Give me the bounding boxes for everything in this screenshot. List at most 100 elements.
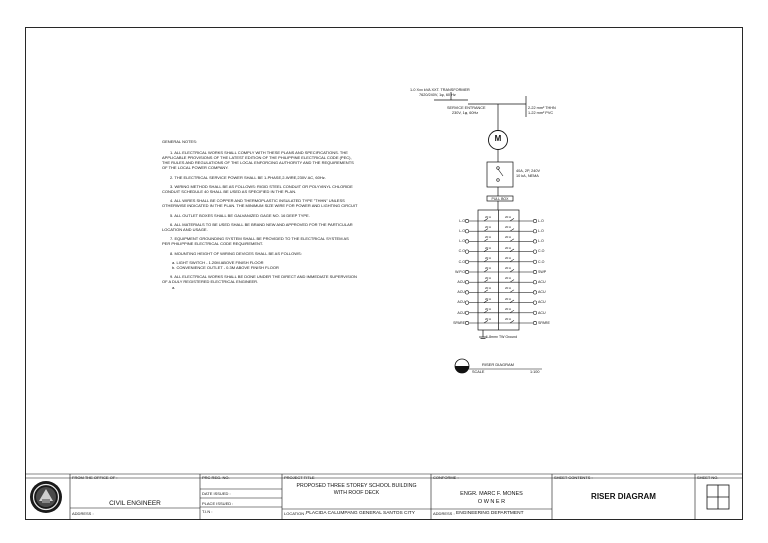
location-value: PLACIDA CALUMPANG GENERAL SANTOS CITY <box>306 510 415 516</box>
conductor-spec-1: 2-22 mm² THHN <box>528 106 556 110</box>
title-mark-fill <box>455 366 469 373</box>
branch-label-right: ACU <box>538 300 546 305</box>
branch-breaker-rating: 20 A <box>485 235 492 240</box>
scale-label: SCALE <box>472 369 485 374</box>
owner-name: ENGR. MARC F. MONES <box>460 491 523 497</box>
conductor-spec-2: 1-22 mm² PVC <box>528 111 554 115</box>
branch-terminal-right <box>533 239 537 244</box>
branch-breaker-rating: 20 A <box>485 215 492 219</box>
note-item: 5. ALL OUTLET BOXES SHALL BE GALVANIZED … <box>170 212 310 218</box>
branch-breaker-rating: 20 A <box>505 296 512 301</box>
branch-label-right: SPARE <box>538 320 550 325</box>
branch-terminal-left <box>465 280 469 285</box>
main-breaker-kaic: 10 kA, NEMA <box>516 174 539 178</box>
note-item: 4. ALL WIRES SHALL BE COPPER AND THERMOP… <box>162 198 358 209</box>
sheet-number-box <box>706 484 730 510</box>
seal-logo <box>30 481 62 513</box>
branch-line <box>483 269 489 273</box>
branch-line <box>483 279 489 283</box>
branch-label-right: C.O <box>538 249 545 254</box>
branch-label-right: SWP <box>538 269 547 274</box>
ground-symbol <box>479 330 487 339</box>
main-breaker-box <box>486 161 514 188</box>
general-notes: GENERAL NOTES: 1. ALL ELECTRICAL WORKS S… <box>162 139 358 290</box>
project-title-label: PROJECT TITLE <box>284 474 315 480</box>
notes-heading: GENERAL NOTES: <box>162 139 197 144</box>
place-issued-label: PLACE ISSUED : <box>202 500 234 506</box>
branch-breaker-rating: 20 A <box>485 225 492 230</box>
branch-label-right: ACU <box>538 310 546 315</box>
branch-breaker-rating: 20 A <box>485 255 492 260</box>
note-subitem: a. LIGHT SWITCH - 1.20M ABOVE FINISH FLO… <box>172 260 264 265</box>
note-item: 3. WIRING METHOD SHALL BE AS FOLLOWS: RI… <box>162 183 353 195</box>
date-issued-label: DATE ISSUED : <box>202 491 231 496</box>
branch-breaker-rating: 20 A <box>505 317 512 321</box>
address-label: ADDRESS : <box>72 511 94 516</box>
main-breaker-switch <box>496 166 504 182</box>
branch-terminal-left <box>465 239 469 244</box>
branch-breaker-rating: 20 A <box>505 235 512 240</box>
branch-breaker-rating: 20 A <box>505 266 512 270</box>
branch-line <box>509 269 515 273</box>
transformer-spec: 7620/240V, 1φ, 60 Hz <box>419 93 456 97</box>
branch-terminal-left <box>465 249 469 254</box>
branch-line <box>483 238 489 242</box>
branch-label-left: L.O <box>459 229 465 233</box>
branch-label-left: ACU <box>457 280 465 284</box>
branch-terminal-left <box>465 300 469 305</box>
branch-breaker-rating: 20 A <box>485 266 492 270</box>
branch-terminal-left <box>465 229 469 234</box>
branch-line <box>483 258 489 263</box>
branch-line <box>509 309 515 314</box>
branch-breaker-rating: 20 A <box>485 286 492 291</box>
branch-line <box>483 309 489 314</box>
pull-box <box>486 195 514 202</box>
service-entrance-label: SERVICE ENTRANCE <box>447 106 486 110</box>
branch-terminal-left <box>465 310 469 315</box>
note-item: 7. EQUIPMENT GROUNDING SYSTEM SHALL BE P… <box>162 236 349 247</box>
branch-label-left: ACU <box>457 300 465 305</box>
conforme-label: CONFORME : <box>433 474 459 480</box>
branch-label-left: SPARE <box>453 320 465 325</box>
branch-breaker-rating: 20 A <box>505 276 512 281</box>
branch-terminal-left <box>465 259 469 264</box>
branch-breaker-rating: 20 A <box>505 225 512 230</box>
sheet-contents-value: RISER DIAGRAM <box>591 492 656 501</box>
sheet-no-label: SHEET NO. <box>697 474 719 480</box>
branch-line <box>509 289 515 293</box>
branch-label-right: ACU <box>538 280 546 284</box>
branch-label-left: L.O <box>459 239 465 244</box>
branch-terminal-left <box>465 270 469 274</box>
branch-line <box>483 320 489 324</box>
kwh-meter-symbol <box>488 130 508 150</box>
branch-breaker-rating: 20 A <box>505 245 512 250</box>
branch-label-left: ACU <box>457 290 465 295</box>
branch-label-right: L.O <box>538 229 544 233</box>
branch-label-left: L.O <box>459 218 465 223</box>
branch-line <box>509 299 515 303</box>
branch-breaker-rating: 20 A <box>485 276 492 281</box>
branch-label-left: C.O <box>458 249 465 254</box>
office-label: FROM THE OFFICE OF : <box>72 474 118 480</box>
note-item: 6. ALL MATERIALS TO BE USED SHALL BE BRA… <box>162 221 353 233</box>
note-subitem: a. <box>172 284 176 290</box>
note-subitem: b. CONVENIENCE OUTLET - 0.3M ABOVE FINIS… <box>172 265 279 271</box>
office-value: CIVIL ENGINEER <box>109 500 161 507</box>
service-entrance-spec: 230V, 1φ, 60Hz <box>452 111 479 115</box>
sheet-border <box>25 27 743 520</box>
branch-line <box>509 228 515 232</box>
sheet-contents-label: SHEET CONTENTS : <box>554 474 593 480</box>
branch-line <box>483 299 489 303</box>
branch-line <box>483 228 489 232</box>
branch-breaker-rating: 20 A <box>505 255 512 260</box>
branch-label-right: L.O <box>538 218 544 223</box>
branch-circuits <box>465 218 537 325</box>
branch-line <box>509 320 515 324</box>
owner-address-value: ENGINEERING DEPARTMENT <box>456 510 524 516</box>
branch-label-right: C.O <box>538 259 545 264</box>
branch-line <box>509 238 515 242</box>
branch-line <box>483 248 489 252</box>
branch-line <box>509 248 515 252</box>
